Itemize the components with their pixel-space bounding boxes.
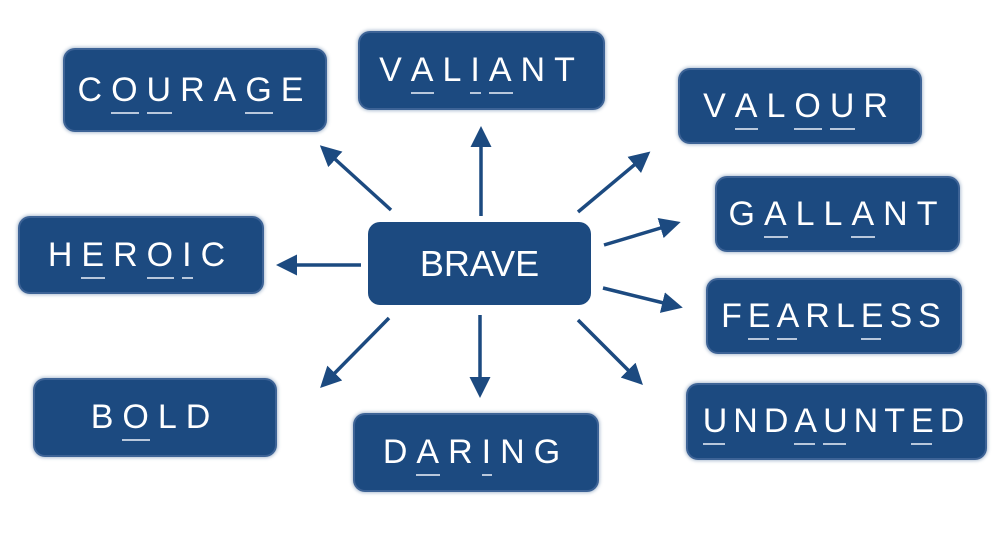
letter: H	[47, 235, 82, 274]
letter: N	[853, 402, 885, 440]
letter: A	[416, 433, 449, 476]
letter: U	[823, 402, 854, 445]
letter: G	[533, 433, 570, 471]
letter: E	[280, 70, 313, 109]
letter: G	[245, 70, 281, 114]
letter: D	[939, 402, 971, 440]
letter: U	[702, 402, 734, 445]
letter: V	[379, 51, 411, 89]
letter: I	[481, 433, 501, 476]
letter: V	[703, 86, 735, 125]
letter: I	[182, 235, 201, 279]
letter: C	[200, 235, 235, 274]
letter: L	[823, 194, 852, 233]
letter: B	[90, 398, 123, 436]
letter: A	[213, 70, 246, 109]
letter: I	[470, 51, 489, 94]
letter: L	[835, 296, 861, 335]
letter: E	[860, 296, 890, 340]
letter: A	[851, 194, 884, 238]
letter: D	[763, 402, 795, 440]
arrow-to-bold	[320, 316, 391, 388]
arrow-to-fearless	[602, 286, 683, 313]
letter: S	[889, 296, 919, 335]
letter: L	[442, 51, 471, 89]
letter: R	[448, 433, 482, 471]
letter: E	[747, 296, 777, 340]
center-label: BRAVE	[419, 242, 540, 284]
letter: N	[500, 433, 534, 471]
letter: N	[520, 51, 555, 89]
letter: S	[918, 296, 947, 335]
letter: R	[805, 296, 836, 335]
letter: U	[829, 86, 864, 130]
letter: A	[734, 86, 767, 130]
letter: T	[916, 194, 947, 233]
letter: A	[763, 194, 796, 238]
letter: T	[554, 51, 584, 89]
arrow-to-courage	[319, 145, 393, 212]
letter: O	[111, 70, 147, 114]
arrow-to-undaunted	[576, 318, 643, 385]
letter: R	[113, 235, 147, 274]
letter: L	[766, 86, 795, 125]
letter: O	[122, 398, 158, 441]
letter: L	[157, 398, 186, 436]
letter: R	[180, 70, 214, 109]
arrow-to-valour	[576, 151, 651, 214]
letter: N	[883, 194, 917, 233]
letter: C	[77, 70, 112, 109]
letter: A	[794, 402, 824, 445]
letter: A	[776, 296, 806, 340]
center-node-brave: BRAVE	[368, 222, 591, 305]
letter: U	[146, 70, 181, 114]
letter: E	[911, 402, 940, 445]
letter: G	[728, 194, 764, 233]
letter: E	[81, 235, 114, 279]
letter: A	[488, 51, 521, 94]
letter: T	[884, 402, 912, 440]
letter: D	[382, 433, 417, 471]
letter: O	[794, 86, 830, 130]
letter: L	[795, 194, 824, 233]
letter: D	[185, 398, 220, 436]
arrow-to-gallant	[603, 217, 681, 247]
letter: F	[721, 296, 748, 335]
letter: N	[733, 402, 764, 440]
letter: R	[863, 86, 897, 125]
letter: O	[146, 235, 183, 279]
letter: A	[410, 51, 443, 94]
